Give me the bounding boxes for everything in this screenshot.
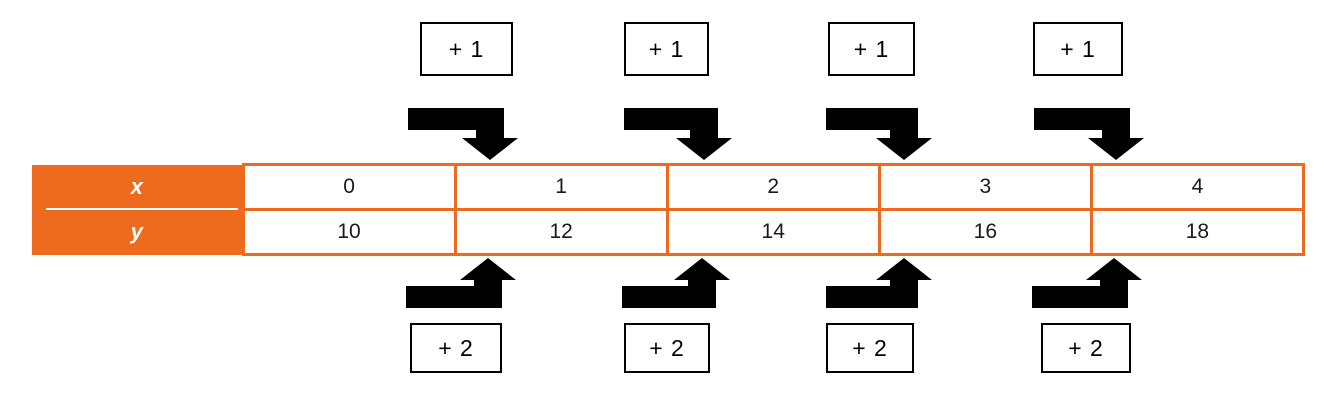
cell-x-3: 3 (877, 163, 1093, 211)
bottom-delta-box-1: + 2 (410, 323, 502, 373)
bottom-delta-box-3: + 2 (826, 323, 914, 373)
cell-y-2: 14 (665, 208, 881, 256)
table-row-x: x 0 1 2 3 4 (32, 163, 1306, 212)
table-row-y: y 10 12 14 16 18 (32, 208, 1306, 256)
cell-x-0: 0 (241, 163, 457, 211)
cell-y-4: 18 (1089, 208, 1306, 256)
down-elbow-arrow-3 (826, 108, 932, 160)
up-elbow-arrow-1 (406, 258, 516, 308)
top-delta-box-4: + 1 (1033, 22, 1123, 76)
cell-y-3: 16 (877, 208, 1093, 256)
row-label-y: y (32, 209, 243, 255)
cell-x-4: 4 (1089, 163, 1306, 211)
up-elbow-arrow-4 (1032, 258, 1142, 308)
cell-x-2: 2 (665, 163, 881, 211)
top-delta-box-2: + 1 (624, 22, 709, 76)
top-delta-box-1: + 1 (420, 22, 513, 76)
row-label-x: x (32, 164, 243, 212)
down-elbow-arrow-1 (408, 108, 518, 160)
top-delta-box-3: + 1 (828, 22, 915, 76)
cell-y-1: 12 (453, 208, 669, 256)
up-elbow-arrow-3 (826, 258, 932, 308)
cell-y-0: 10 (241, 208, 457, 256)
bottom-delta-box-4: + 2 (1041, 323, 1131, 373)
bottom-delta-box-2: + 2 (624, 323, 710, 373)
down-elbow-arrow-4 (1034, 108, 1144, 160)
up-elbow-arrow-2 (622, 258, 730, 308)
values-table: x 0 1 2 3 4 y 10 12 14 16 18 (32, 163, 1306, 256)
down-elbow-arrow-2 (624, 108, 732, 160)
cell-x-1: 1 (453, 163, 669, 211)
